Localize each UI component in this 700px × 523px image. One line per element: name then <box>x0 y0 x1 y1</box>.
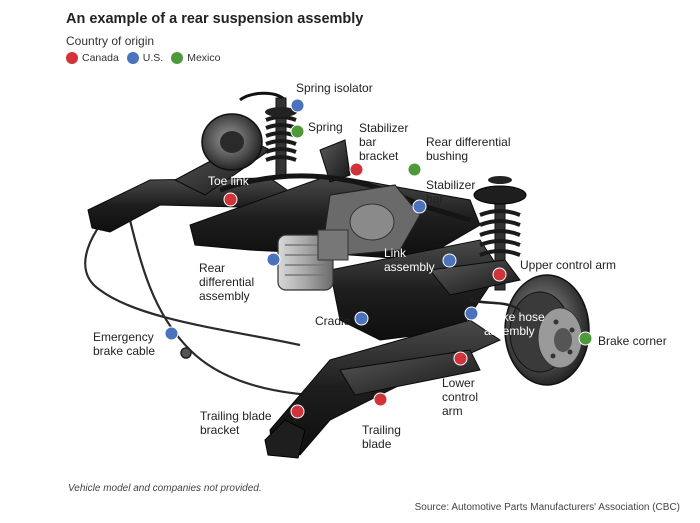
marker-spring[interactable] <box>290 124 305 139</box>
lower-arm-shape <box>264 319 502 459</box>
marker-cradle[interactable] <box>354 311 369 326</box>
marker-spring-isolator[interactable] <box>290 98 305 113</box>
marker-trailing-blade-bracket[interactable] <box>290 404 305 419</box>
differential-shape <box>324 184 421 256</box>
marker-upper-control-arm[interactable] <box>492 267 507 282</box>
label-stabilizer-bar-bracket: Stabilizer bar bracket <box>359 121 409 163</box>
label-emergency-brake-cable: Emergency brake cable <box>93 330 156 358</box>
right-spring-shape <box>473 176 527 291</box>
stabilizer-bar-shape <box>219 173 471 223</box>
label-spring: Spring <box>308 120 343 134</box>
right-brake-corner-shape <box>504 274 590 386</box>
legend-dot-us <box>126 52 139 64</box>
marker-toe-link[interactable] <box>223 192 238 207</box>
legend-dot-mexico <box>171 52 184 64</box>
legend-item-us: U.S. <box>126 52 164 64</box>
left-brake-corner-shape <box>201 91 287 171</box>
label-lower-control-arm: Lower control arm <box>442 376 479 418</box>
marker-brake-hose-assembly[interactable] <box>464 306 479 321</box>
marker-stabilizer-bar-bracket[interactable] <box>349 162 364 177</box>
label-spring-isolator: Spring isolator <box>296 81 373 95</box>
label-cradle: Cradle <box>315 314 351 328</box>
label-trailing-blade: Trailing blade <box>362 423 401 451</box>
marker-rear-differential-assembly[interactable] <box>266 252 281 267</box>
legend-title: Country of origin <box>66 34 155 48</box>
label-toe-link: Toe link <box>208 174 249 188</box>
marker-trailing-blade[interactable] <box>373 392 388 407</box>
label-link-assembly: Link assembly <box>384 246 435 274</box>
cable-grommet-shape <box>180 347 192 359</box>
legend-item-mexico: Mexico <box>171 52 220 64</box>
marker-lower-control-arm[interactable] <box>453 351 468 366</box>
legend-item-canada: Canada <box>66 52 119 64</box>
label-trailing-blade-bracket: Trailing blade bracket <box>200 409 272 437</box>
marker-link-assembly[interactable] <box>442 253 457 268</box>
legend-label-canada: Canada <box>82 52 119 64</box>
footnote: Vehicle model and companies not provided… <box>68 483 262 494</box>
marker-rear-differential-bushing[interactable] <box>407 162 422 177</box>
marker-brake-corner[interactable] <box>578 331 593 346</box>
label-rear-differential-assembly: Rear differential assembly <box>199 261 255 303</box>
diagram-title: An example of a rear suspension assembly <box>66 11 364 27</box>
marker-stabilizer-bar[interactable] <box>412 199 427 214</box>
legend-label-us: U.S. <box>142 52 164 64</box>
brake-hose-shape <box>469 298 521 312</box>
legend-label-mexico: Mexico <box>187 52 221 64</box>
source-credit: Source: Automotive Parts Manufacturers' … <box>414 502 680 513</box>
label-upper-control-arm: Upper control arm <box>520 258 617 272</box>
label-brake-hose-assembly: Brake hose assembly <box>484 310 545 338</box>
label-brake-corner: Brake corner <box>598 334 667 348</box>
label-stabilizer-bar: Stabilizer bar <box>426 178 476 206</box>
legend-dot-canada <box>66 52 78 64</box>
label-rear-differential-bushing: Rear differential bushing <box>426 135 511 163</box>
legend: Canada U.S. Mexico <box>66 52 228 64</box>
marker-emergency-brake-cable[interactable] <box>164 326 179 341</box>
